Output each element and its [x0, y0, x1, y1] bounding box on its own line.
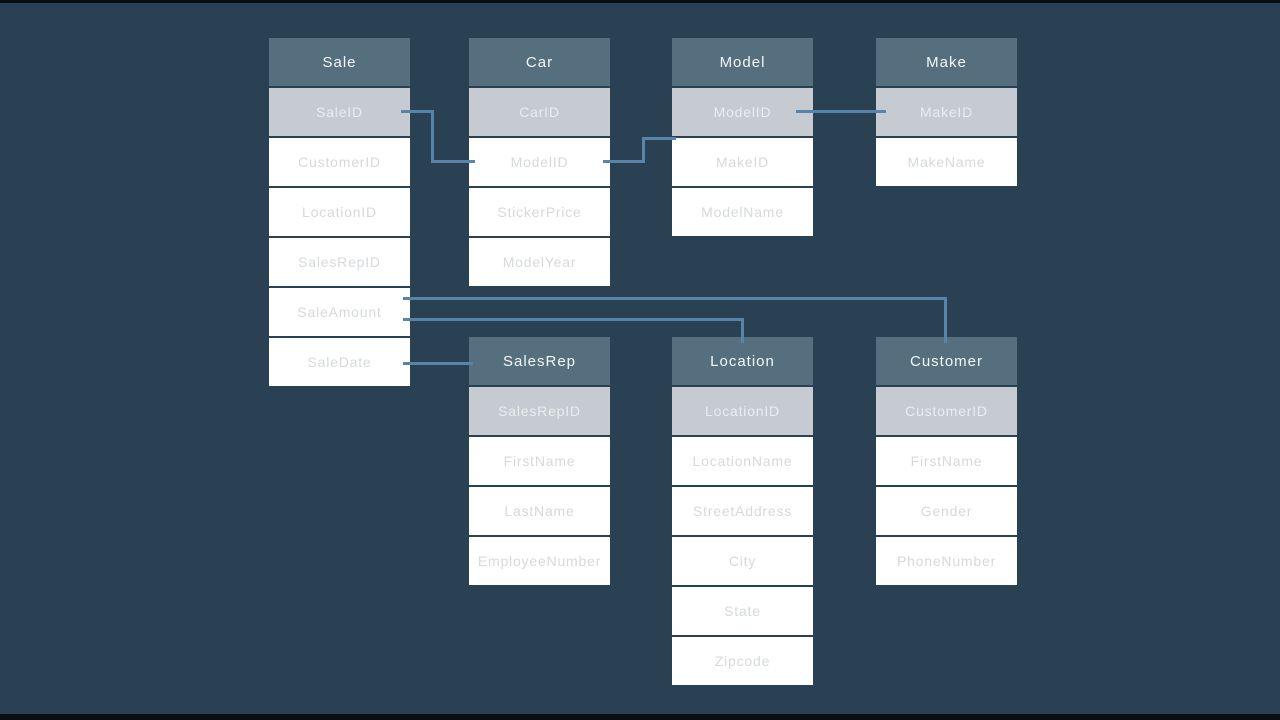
column-row: FirstName	[876, 437, 1017, 485]
connector-car-modelid-to-model-modelid	[603, 160, 645, 163]
connector-sale-saledate-to-salesrep	[403, 362, 473, 365]
key-column-row: MakeID	[876, 88, 1017, 136]
column-row: CustomerID	[269, 138, 410, 186]
column-row: MakeName	[876, 138, 1017, 186]
key-column-row: SaleID	[269, 88, 410, 136]
column-row: ModelName	[672, 188, 813, 236]
column-row: MakeID	[672, 138, 813, 186]
column-row: StreetAddress	[672, 487, 813, 535]
connector-model-modelid-to-make-makeid	[796, 110, 886, 113]
connector-car-modelid-to-model-modelid	[642, 137, 645, 163]
column-row: EmployeeNumber	[469, 537, 610, 585]
column-row: Gender	[876, 487, 1017, 535]
connector-car-modelid-to-model-modelid	[642, 137, 676, 140]
table-title: Car	[469, 38, 610, 86]
column-row: LastName	[469, 487, 610, 535]
key-column-row: CustomerID	[876, 387, 1017, 435]
table-title: Sale	[269, 38, 410, 86]
column-row: SaleAmount	[269, 288, 410, 336]
letterbox-top	[0, 0, 1280, 3]
column-row: ModelID	[469, 138, 610, 186]
column-row: State	[672, 587, 813, 635]
key-column-row: CarID	[469, 88, 610, 136]
table-title: Make	[876, 38, 1017, 86]
column-row: LocationName	[672, 437, 813, 485]
letterbox-bottom	[0, 714, 1280, 720]
table-title: Customer	[876, 337, 1017, 385]
column-row: SaleDate	[269, 338, 410, 386]
connector-sale-to-customer	[944, 297, 947, 343]
column-row: StickerPrice	[469, 188, 610, 236]
column-row: FirstName	[469, 437, 610, 485]
connector-sale-saleid-to-car-modelid	[401, 110, 434, 113]
table-title: Location	[672, 337, 813, 385]
connector-sale-saleid-to-car-modelid	[431, 110, 434, 163]
table-title: SalesRep	[469, 337, 610, 385]
connector-sale-to-location	[741, 318, 744, 343]
column-row: ModelYear	[469, 238, 610, 286]
table-title: Model	[672, 38, 813, 86]
column-row: LocationID	[269, 188, 410, 236]
key-column-row: LocationID	[672, 387, 813, 435]
connector-sale-to-location	[403, 318, 744, 321]
key-column-row: ModelID	[672, 88, 813, 136]
column-row: SalesRepID	[269, 238, 410, 286]
connector-sale-saleid-to-car-modelid	[431, 160, 475, 163]
column-row: PhoneNumber	[876, 537, 1017, 585]
column-row: Zipcode	[672, 637, 813, 685]
connector-sale-to-customer	[403, 297, 947, 300]
key-column-row: SalesRepID	[469, 387, 610, 435]
column-row: City	[672, 537, 813, 585]
